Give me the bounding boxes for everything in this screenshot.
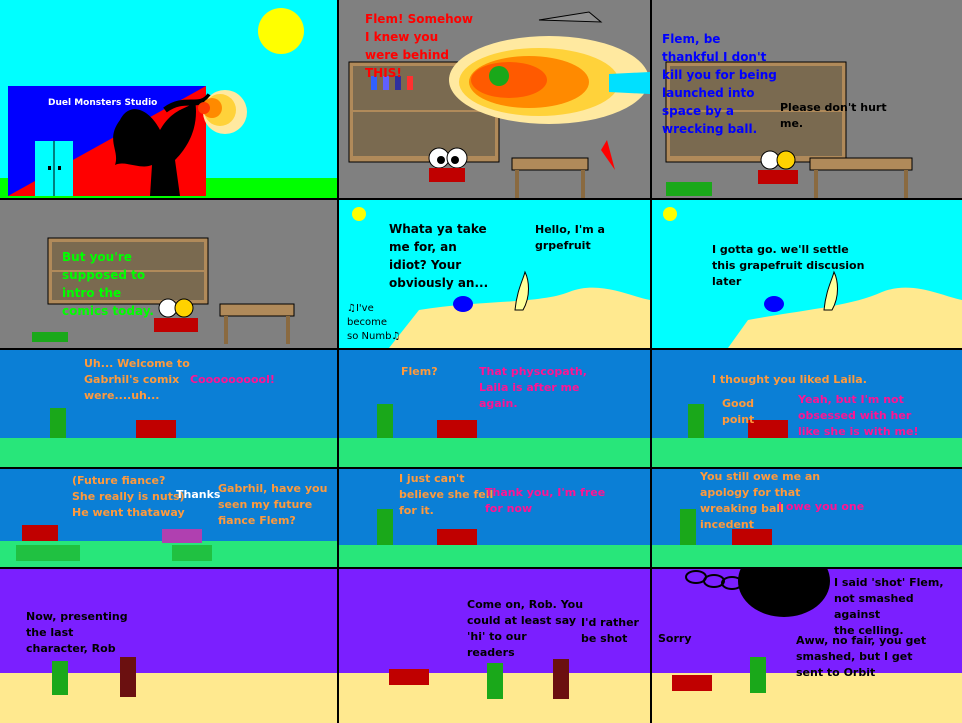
- panel-divider-h1: [0, 198, 962, 200]
- panel-11-art: [339, 469, 650, 567]
- panel-10-fiance: (Future fiance? She really is nuts) He w…: [0, 469, 337, 567]
- p12-speech-3: I owe you one: [778, 500, 865, 513]
- p6-speech: I gotta go. we'll settle this grapefruit…: [712, 243, 865, 288]
- p14-speech-1: Come on, Rob. You could at least say 'hi…: [467, 598, 584, 659]
- panel-13-rob: Now, presenting the last character, Rob: [0, 569, 337, 723]
- p15-speech-3: Aww, no fair, you get smashed, but I get…: [796, 634, 927, 679]
- panel-10-art: [0, 469, 337, 567]
- p15-speech-1: I said 'shot' Flem, not smashed against …: [834, 576, 944, 637]
- panel-2-art: [339, 0, 650, 198]
- panel-5-beach: Whata ya take me for, an idiot? Your obv…: [339, 200, 650, 348]
- p3-speech-2: Please don't hurt me.: [780, 101, 887, 130]
- panel-13-art: [0, 569, 337, 723]
- panel-divider-v1: [337, 0, 339, 723]
- panel-9-laila: I thought you liked Laila. Good point Ye…: [652, 350, 962, 467]
- panel-12-art: [652, 469, 962, 567]
- p9-speech-1: I thought you liked Laila.: [712, 373, 867, 386]
- p3-speech-1: Flem, be thankful I don't kill you for b…: [662, 32, 777, 136]
- panel-7-art: [0, 350, 337, 467]
- p10-speech-1: (Future fiance? She really is nuts) He w…: [72, 474, 185, 519]
- panel-3-art: [652, 0, 962, 198]
- panel-12-apology: You still owe me an apology for that wre…: [652, 469, 962, 567]
- p11-speech-2: Thank you, I'm free for now: [485, 486, 606, 515]
- panel-divider-v2: [650, 0, 652, 723]
- p4-speech: But you're supposed to intro the comics …: [62, 250, 154, 318]
- p10-speech-2: Thanks: [176, 488, 221, 501]
- p10-speech-3: Gabrhil, have you seen my future fiance …: [218, 482, 328, 527]
- panel-6-beach: I gotta go. we'll settle this grapefruit…: [652, 200, 962, 348]
- p9-speech-3: Yeah, but I'm not obsessed with her like…: [798, 393, 919, 438]
- panel-15-ceiling: I said 'shot' Flem, not smashed against …: [652, 569, 962, 723]
- panel-11-free: I just can't believe she fell for it. Th…: [339, 469, 650, 567]
- p7-speech-1: Uh... Welcome to Gabrhil's comix were...…: [84, 357, 190, 402]
- panel-9-art: [652, 350, 962, 467]
- p8-speech-2: That physcopath, Laila is after me again…: [479, 365, 587, 410]
- p8-speech-1: Flem?: [401, 365, 438, 378]
- p13-speech: Now, presenting the last character, Rob: [26, 610, 128, 655]
- p5-speech-1: Whata ya take me for, an idiot? Your obv…: [389, 222, 489, 290]
- panel-1-studio: Duel Monsters Studio: [0, 0, 337, 198]
- p15-speech-2: Sorry: [658, 632, 692, 645]
- panel-14-art: [339, 569, 650, 723]
- panel-5-art: [339, 200, 650, 348]
- panel-14-readers: Come on, Rob. You could at least say 'hi…: [339, 569, 650, 723]
- p9-speech-2: Good point: [722, 397, 755, 426]
- p12-speech-1: You still owe me an apology for that wre…: [700, 470, 821, 515]
- p12-speech-2: incedent: [700, 518, 755, 531]
- panel-divider-h2: [0, 348, 962, 350]
- p2-speech: Flem! Somehow I knew you were behind THI…: [365, 12, 474, 80]
- studio-sign: Duel Monsters Studio: [48, 98, 158, 108]
- p11-speech-1: I just can't believe she fell for it.: [399, 472, 494, 517]
- panel-divider-h4: [0, 567, 962, 569]
- panel-4-shelf: But you're supposed to intro the comics …: [0, 200, 337, 348]
- panel-3-warning: Flem, be thankful I don't kill you for b…: [652, 0, 962, 198]
- p7-speech-2: Coooooooool!: [190, 373, 275, 386]
- p5-song: ♫I've become so Numb♫: [347, 303, 401, 342]
- panel-8-art: [339, 350, 650, 467]
- panel-2-explosion: Flem! Somehow I knew you were behind THI…: [339, 0, 650, 198]
- panel-6-art: [652, 200, 962, 348]
- panel-7-welcome: Uh... Welcome to Gabrhil's comix were...…: [0, 350, 337, 467]
- panel-4-art: [0, 200, 337, 348]
- panel-divider-h3: [0, 467, 962, 469]
- panel-8-flem: Flem? That physcopath, Laila is after me…: [339, 350, 650, 467]
- p5-speech-2: Hello, I'm a grpefruit: [535, 223, 605, 252]
- panel-15-art: [652, 569, 962, 723]
- p14-speech-2: I'd rather be shot: [581, 616, 639, 645]
- panel-1-art: [0, 0, 337, 198]
